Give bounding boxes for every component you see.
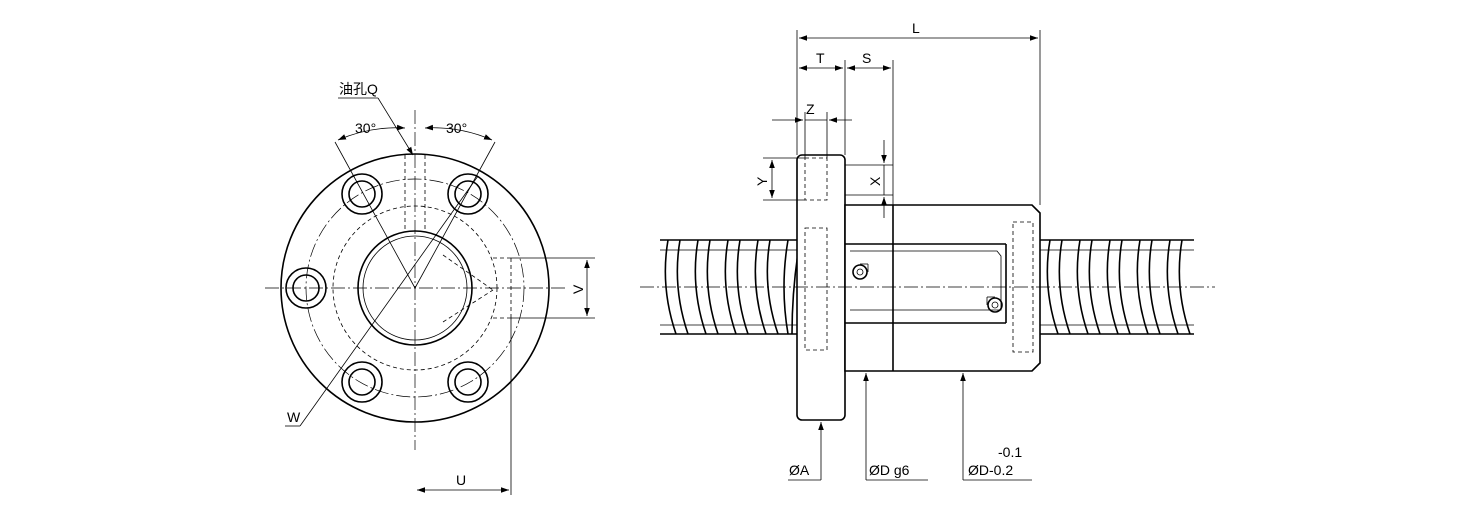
bore-outer [357,230,473,346]
angle-left-label: 30° [355,120,376,136]
return-hidden-2 [442,289,494,323]
front-view: W 30° 30° 油孔Q V U [265,81,595,495]
angle-arc-right [424,124,493,141]
tol-upper-label: -0.1 [998,444,1022,460]
y-label: Y [754,176,770,186]
l-label: L [912,20,920,36]
flange-oil-hole-hidden [804,157,828,201]
body-hidden-circle [332,205,498,371]
bolt-hole-left [285,267,327,309]
oil-hole-leader [377,97,414,156]
dia-a-label: ØA [789,462,810,478]
z-label: Z [806,101,815,117]
angle-arc-left [337,124,406,141]
return-hidden-1 [442,254,494,291]
u-label: U [456,472,466,488]
flange-outline [280,153,550,423]
tube-screw-right [986,296,1003,313]
nut-body [844,204,1041,372]
angle-ray-right [414,141,496,289]
return-tube [850,250,1002,311]
side-view: L T S Z Y X ØA ØD g6 [640,20,1215,481]
oil-hole-label: 油孔Q [339,81,378,97]
tube-screw-left [852,263,869,280]
v-label: V [570,284,586,294]
bolt-pitch-circle [305,178,525,398]
nut-flange [796,154,846,421]
angle-ray-left [334,141,416,289]
t-label: T [816,50,825,66]
w-leader [299,175,479,427]
bolt-hole-lower-left [341,361,383,403]
s-label: S [862,50,871,66]
flange-bore-hidden [804,227,828,351]
bolt-hole-upper-left [341,173,383,215]
bolt-hole-lower-right [447,361,489,403]
x-label: X [867,176,883,186]
bore-inner [362,235,468,341]
w-label: W [287,409,301,425]
angle-right-label: 30° [446,120,467,136]
bolt-hole-upper-right [447,173,489,215]
dia-d-g6-label: ØD g6 [869,462,910,478]
dia-d-tol-label: ØD-0.2 [968,462,1013,478]
